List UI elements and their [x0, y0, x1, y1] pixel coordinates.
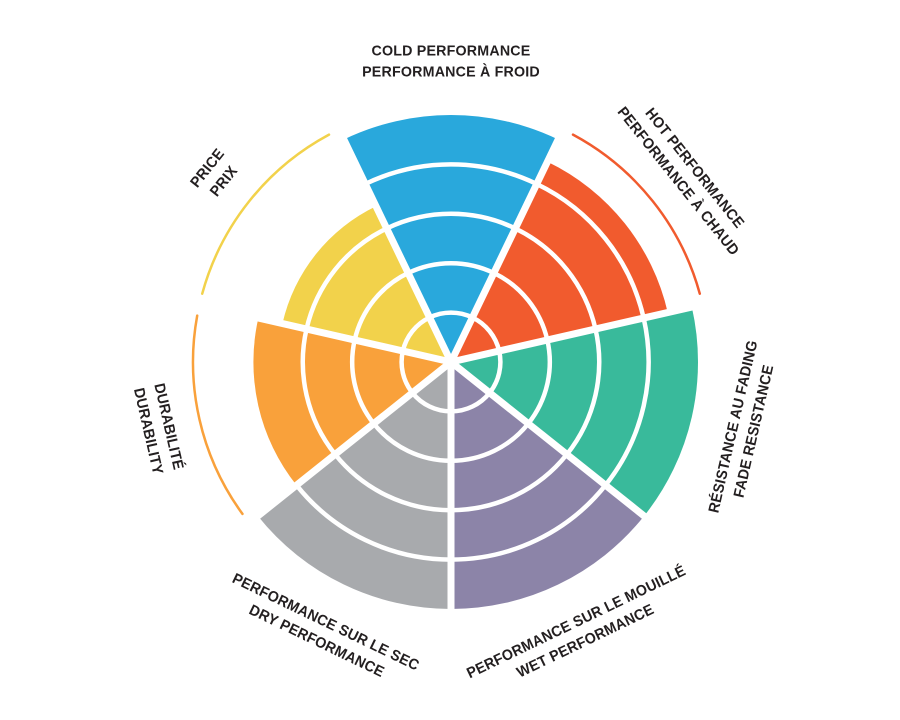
sector-label-line2: PERFORMANCE À FROID — [362, 64, 540, 81]
ring-divider — [471, 315, 502, 352]
sector-wedge-cold — [343, 114, 559, 362]
ring-divider — [450, 422, 531, 464]
ring-divider — [400, 315, 431, 352]
ring-divider — [385, 211, 517, 231]
ring-divider — [535, 181, 646, 319]
sector-wedge-dry — [257, 362, 451, 609]
sector-separator — [448, 359, 651, 522]
ring-divider — [349, 339, 376, 426]
sector-separator — [251, 359, 454, 522]
ring-divider — [399, 350, 415, 395]
ring-divider — [304, 226, 388, 330]
max-scale-arc-price — [200, 133, 331, 295]
ring-divider — [450, 391, 492, 414]
sector-label-cold: COLD PERFORMANCE PERFORMANCE À FROID — [362, 41, 540, 84]
ring-divider — [450, 452, 569, 513]
ring-divider — [428, 310, 474, 320]
ring-divider — [300, 328, 337, 456]
sector-separator — [338, 133, 455, 364]
sector-wedge-price — [282, 206, 451, 362]
ring-divider — [407, 261, 495, 276]
ring-divider — [487, 350, 503, 395]
ring-divider — [294, 483, 452, 562]
sector-label-line1: COLD PERFORMANCE — [371, 42, 531, 60]
ring-divider — [333, 452, 452, 513]
ring-divider — [450, 483, 608, 562]
ring-divider — [526, 339, 553, 426]
sector-wedge-fade — [451, 307, 698, 517]
ring-divider — [410, 391, 452, 414]
ring-divider — [364, 162, 538, 186]
sector-separator — [204, 302, 452, 366]
sector-separator — [450, 302, 698, 366]
ring-divider — [603, 317, 651, 487]
ring-divider — [492, 270, 550, 341]
ring-divider — [371, 422, 452, 464]
max-scale-arc-durability — [191, 314, 244, 516]
ring-divider — [352, 270, 410, 341]
max-scale-arc-hot — [571, 133, 702, 295]
sector-wedge-wet — [451, 362, 645, 609]
sector-separator — [447, 133, 564, 364]
ring-divider — [514, 226, 598, 330]
ring-divider — [565, 328, 602, 456]
